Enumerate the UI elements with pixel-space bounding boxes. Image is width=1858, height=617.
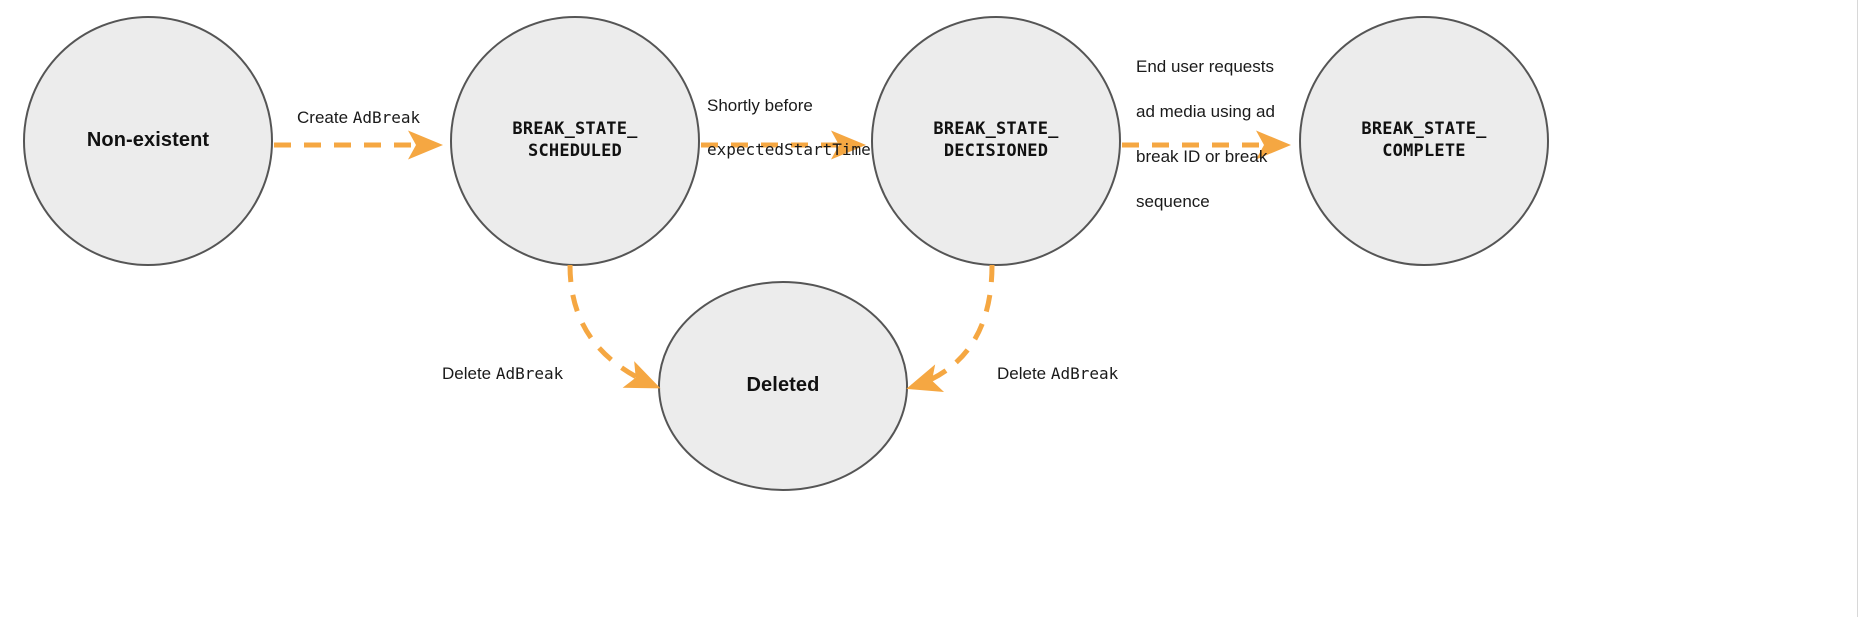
edge-delete-adbreak-from-scheduled[interactable] [567, 264, 661, 389]
edge-delete-adbreak-from-decisioned[interactable] [906, 264, 995, 392]
node-deleted[interactable] [658, 281, 908, 491]
node-break-state-scheduled[interactable] [450, 16, 700, 266]
node-non-existent[interactable] [23, 16, 273, 266]
node-break-state-decisioned[interactable] [871, 16, 1121, 266]
node-break-state-complete[interactable] [1299, 16, 1549, 266]
